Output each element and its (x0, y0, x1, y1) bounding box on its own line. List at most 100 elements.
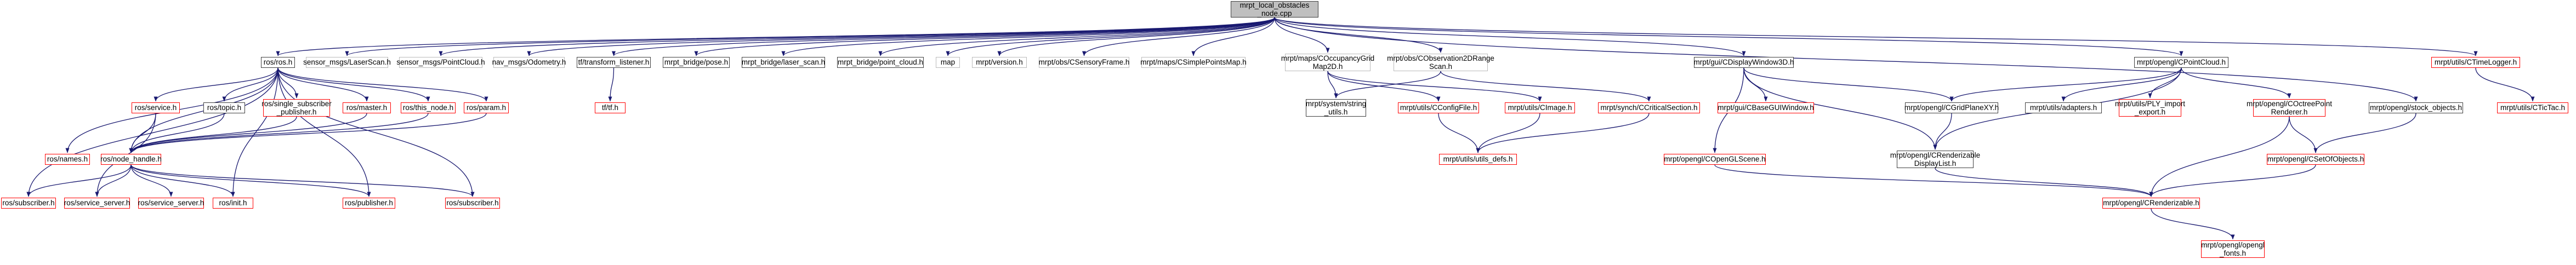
graph-edge (277, 67, 371, 197)
graph-node-bridgepc[interactable]: mrpt_bridge/point_cloud.h (837, 57, 924, 68)
graph-node-map[interactable]: map (936, 57, 960, 68)
graph-edge (129, 113, 429, 153)
graph-node-ctictac[interactable]: mrpt/utils/CTicTac.h (2497, 102, 2568, 113)
graph-edge (612, 17, 1275, 56)
graph-node-cobs2drange[interactable]: mrpt/obs/CObservation2DRange Scan.h (1387, 54, 1494, 71)
graph-edge (277, 67, 369, 102)
graph-node-rosnodehandle[interactable]: ros/node_handle.h (100, 154, 162, 165)
graph-edge (2475, 67, 2535, 102)
graph-node-stringutils[interactable]: mrpt/system/string _utils.h (1305, 99, 1367, 117)
graph-node-utilsdefs[interactable]: mrpt/utils/utils_defs.h (1439, 154, 1517, 165)
graph-edge (1476, 113, 1650, 153)
graph-edge (1438, 113, 1480, 153)
graph-edge (1440, 71, 1651, 102)
graph-node-cpointcloud[interactable]: mrpt/opengl/CPointCloud.h (2134, 57, 2228, 68)
graph-edge (130, 164, 235, 197)
graph-node-cbasegui[interactable]: mrpt/gui/CBaseGUIWindow.h (1718, 102, 1814, 113)
graph-node-pointcloudmsg[interactable]: sensor_msgs/PointCloud.h (396, 57, 485, 68)
graph-edge (130, 164, 371, 197)
graph-edge (694, 17, 1275, 56)
graph-node-root[interactable]: mrpt_local_obstacles _node.cpp (1231, 1, 1318, 18)
graph-node-ctimelogger[interactable]: mrpt/utils/CTimeLogger.h (2431, 57, 2520, 68)
graph-edge (277, 67, 488, 102)
graph-node-rosros[interactable]: ros/ros.h (261, 57, 295, 68)
graph-edge (781, 17, 1275, 56)
graph-node-rosservice[interactable]: ros/service.h (132, 102, 180, 113)
graph-node-laserscan[interactable]: sensor_msgs/LaserScan.h (303, 57, 391, 68)
graph-node-csimplepoints[interactable]: mrpt/maps/CSimplePointsMap.h (1140, 57, 1247, 68)
graph-node-coctreepoint[interactable]: mrpt/opengl/COctreePoint Renderer.h (2246, 99, 2333, 117)
graph-node-cgridplane[interactable]: mrpt/opengl/CGridPlaneXY.h (1904, 102, 1999, 113)
graph-edge (2061, 67, 2182, 102)
graph-node-rosserviceserv2[interactable]: ros/service_server.h (138, 198, 204, 209)
graph-node-csensoryframe[interactable]: mrpt/obs/CSensoryFrame.h (1039, 57, 1129, 68)
graph-node-rosparam[interactable]: ros/param.h (464, 102, 509, 113)
graph-node-rossubscriber1[interactable]: ros/subscriber.h (1, 198, 56, 209)
graph-edge (153, 67, 278, 102)
graph-edge (222, 67, 278, 102)
graph-node-rosnames[interactable]: ros/names.h (45, 154, 90, 165)
graph-edge (129, 116, 297, 153)
graph-edge (277, 67, 430, 102)
graph-node-version[interactable]: mrpt/version.h (972, 57, 1027, 68)
graph-edge (1714, 164, 2153, 197)
graph-edge (1743, 67, 1768, 102)
graph-edge (276, 17, 1275, 56)
graph-edge (1082, 17, 1275, 56)
graph-node-rospublisher[interactable]: ros/publisher.h (343, 198, 395, 209)
graph-node-setofobjects[interactable]: mrpt/opengl/CSetOfObjects.h (2267, 154, 2364, 165)
graph-node-tftf[interactable]: tf/tf.h (595, 102, 625, 113)
graph-edge (1327, 71, 1441, 102)
graph-node-rosthisnode[interactable]: ros/this_node.h (401, 102, 456, 113)
graph-edge (1327, 71, 1542, 102)
graph-edge (1334, 71, 1441, 99)
graph-node-rostopic[interactable]: ros/topic.h (203, 102, 245, 113)
graph-node-plyimport[interactable]: mrpt/utils/PLY_import _export.h (2114, 99, 2186, 117)
graph-node-bridgelaser[interactable]: mrpt_bridge/laser_scan.h (742, 57, 825, 68)
graph-edge (1935, 168, 2153, 197)
graph-node-rossinglesub[interactable]: ros/single_subscriber _publisher.h (261, 99, 332, 117)
graph-edge (2149, 164, 2316, 197)
graph-edge (1274, 17, 1746, 56)
graph-edge (130, 164, 475, 197)
graph-edge (1191, 17, 1275, 56)
graph-edge (2148, 67, 2182, 99)
graph-edge (1274, 17, 2477, 56)
graph-node-stockobjects[interactable]: mrpt/opengl/stock_objects.h (2369, 102, 2463, 113)
graph-edge (1743, 67, 1954, 102)
graph-edge (527, 17, 1275, 56)
graph-edge (26, 67, 278, 197)
graph-node-tflistener[interactable]: tf/transform_listener.h (577, 57, 651, 68)
graph-edge (95, 164, 132, 197)
graph-edge (129, 113, 367, 153)
graph-node-crenderizable2[interactable]: mrpt/opengl/CRenderizable.h (2102, 198, 2200, 209)
graph-edge (129, 113, 225, 153)
graph-node-rosmaster[interactable]: ros/master.h (343, 102, 391, 113)
graph-node-openglfuncs[interactable]: mrpt/opengl/opengl _fonts.h (2201, 240, 2265, 258)
graph-node-rosserviceserv1[interactable]: ros/service_server.h (64, 198, 130, 209)
graph-edge (129, 113, 487, 153)
graph-edge (129, 113, 156, 153)
graph-node-copenglscene[interactable]: mrpt/opengl/COpenGLScene.h (1664, 154, 1766, 165)
graph-node-cdisplaywin3d[interactable]: mrpt/gui/CDisplayWindow3D.h (1693, 57, 1794, 68)
graph-edge (277, 67, 299, 99)
graph-node-cimage[interactable]: mrpt/utils/CImage.h (1505, 102, 1575, 113)
graph-edge (2313, 113, 2416, 153)
graph-edge (1327, 71, 1338, 99)
graph-edge (130, 164, 173, 197)
graph-node-odometry[interactable]: nav_msgs/Odometry.h (492, 57, 566, 68)
graph-node-crenderizable[interactable]: mrpt/opengl/CRenderizable DisplayList.h (1890, 151, 1981, 168)
graph-node-rosinit[interactable]: ros/init.h (213, 198, 253, 209)
graph-edge (1274, 17, 1443, 53)
graph-edge (277, 67, 475, 197)
graph-node-adapters[interactable]: mrpt/utils/adapters.h (2025, 102, 2102, 113)
graph-node-rossubscriber2[interactable]: ros/subscriber.h (445, 198, 500, 209)
graph-node-ccriticalsect[interactable]: mrpt/synch/CCriticalSection.h (1598, 102, 1700, 113)
graph-edge (1476, 113, 1540, 153)
graph-node-bridgepose[interactable]: mrpt_bridge/pose.h (663, 57, 730, 68)
graph-node-coccupancy[interactable]: mrpt/maps/COccupancyGrid Map2D.h (1281, 54, 1375, 71)
graph-edge (1933, 113, 1952, 150)
graph-node-cconfigfile[interactable]: mrpt/utils/CConfigFile.h (1398, 102, 1479, 113)
